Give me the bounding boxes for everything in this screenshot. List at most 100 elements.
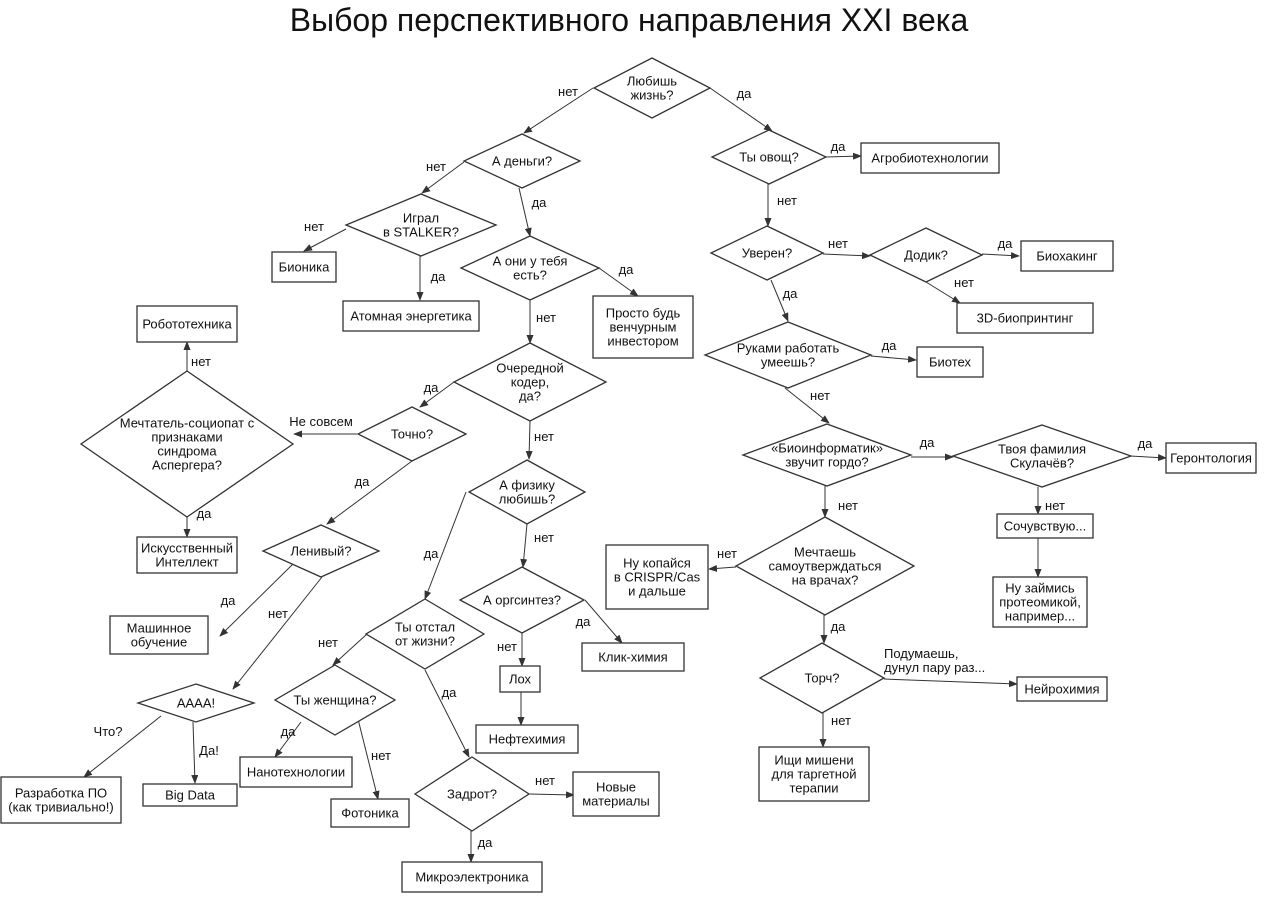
edge-sure-to-dodik — [822, 252, 871, 260]
edge-woman-to-photonics — [357, 718, 380, 800]
edge-sure-to-hands — [770, 279, 789, 322]
node-text-line: Клик-химия — [598, 650, 667, 665]
node-text-line: инвестором — [607, 334, 678, 349]
diamond-shape — [467, 459, 587, 525]
node-text-line: есть? — [513, 268, 547, 283]
decision-lazy: Ленивый? — [261, 524, 381, 578]
outcome-biotech: Биотех — [916, 346, 984, 378]
outcome-microel: Микроэлектроника — [401, 861, 543, 893]
outcome-robotics: Робототехника — [136, 305, 238, 343]
box-shape — [342, 300, 480, 332]
outcome-petrochem: Нефтехимия — [475, 724, 579, 754]
node-text-line: Ищи мишени — [774, 753, 853, 768]
node-text-line: «Биоинформатик» — [771, 441, 883, 456]
edge-label-torch-to-neurochem: Подумаешь,дунул пару раз... — [884, 646, 985, 675]
edge-label-have_money-to-investor: да — [619, 262, 635, 277]
edge-label-love_life-to-money: нет — [558, 84, 578, 99]
node-text-line: на врачах? — [792, 573, 859, 588]
edge-aaaa-to-bigdata — [191, 721, 199, 784]
node-text-line: признаками — [151, 430, 222, 445]
outcome-agro: Агробиотехнологии — [860, 142, 1000, 174]
node-text-line: Ты овощ? — [739, 150, 798, 165]
node-text-line: терапии — [789, 781, 838, 796]
node-text-line: и дальше — [628, 584, 686, 599]
edge-label-hands-to-bioinformatics: нет — [810, 388, 830, 403]
diamond-shape — [741, 423, 913, 487]
outcome-bigdata: Big Data — [142, 783, 238, 807]
box-shape — [142, 783, 238, 807]
node-text-line: Сочувствую... — [1004, 519, 1087, 534]
edge-coder-to-physics — [525, 420, 533, 460]
node-text-line: да? — [519, 389, 541, 404]
edge-vegetable-to-agro — [825, 152, 862, 160]
node-text-line: умеешь? — [761, 355, 815, 370]
edge-label-bioinformatics-to-doctors: нет — [838, 498, 858, 513]
node-text-line: Искусственный — [141, 541, 233, 556]
node-text-line: Лох — [509, 672, 532, 687]
edge-hands-to-biotech — [870, 355, 917, 363]
node-text-line: Нейрохимия — [1024, 682, 1099, 697]
edges-layer — [83, 87, 1167, 863]
node-text-line: А они у тебя — [493, 254, 568, 269]
node-text-line: венчурным — [610, 320, 677, 335]
outcome-gerontology: Геронтология — [1165, 442, 1257, 474]
node-text-line: Новые — [596, 780, 636, 795]
box-shape — [499, 665, 541, 693]
node-text-line: Нанотехнологии — [247, 765, 345, 780]
node-text-line: кодер, — [511, 375, 549, 390]
edge-physics-to-orgsynth — [520, 523, 528, 568]
box-shape — [401, 861, 543, 893]
edge-label-aaaa-to-software: Что? — [94, 724, 123, 739]
outcome-bionics: Бионика — [271, 251, 337, 283]
node-text-line: А деньги? — [492, 154, 552, 169]
box-shape — [605, 544, 709, 610]
edge-label-orgsynth-to-loser: нет — [497, 639, 517, 654]
outcome-proteomics: Ну займисьпротеомикой,например... — [992, 576, 1088, 628]
node-text-line: А оргсинтез? — [483, 593, 561, 608]
node-text-line: Ну копайся — [623, 556, 691, 571]
decision-nerd: Задрот? — [413, 756, 531, 832]
edge-nerd-to-materials — [528, 791, 575, 799]
edge-label-exactly-to-dreamer: Не совсем — [289, 414, 353, 429]
decision-woman: Ты женщина? — [273, 664, 397, 736]
edge-label-love_life-to-vegetable: да — [737, 86, 753, 101]
node-text-line: Ты отстал — [395, 620, 455, 635]
diamond-shape — [356, 406, 468, 462]
node-text-line: Мечтатель-социопат с — [120, 416, 255, 431]
decision-money: А деньги? — [462, 133, 582, 189]
outcome-loser: Лох — [499, 665, 541, 693]
edge-have_money-to-investor — [598, 267, 639, 297]
node-text-line: в CRISPR/Cas — [614, 570, 701, 585]
diamond-shape — [868, 227, 984, 283]
box-shape — [758, 746, 870, 802]
box-shape — [1020, 240, 1114, 272]
edge-label-nerd-to-microel: да — [478, 835, 494, 850]
node-text-line: Нефтехимия — [489, 732, 566, 747]
edge-exactly-to-lazy — [326, 460, 413, 525]
node-text-line: в STALKER? — [383, 225, 459, 240]
edge-label-behind-to-woman: нет — [318, 635, 338, 650]
node-text-line: Ты женщина? — [293, 693, 376, 708]
node-text-line: протеомикой, — [999, 595, 1081, 610]
edge-dodik-to-biohacking — [981, 252, 1020, 260]
edge-hands-to-bioinformatics — [784, 387, 830, 424]
node-text-line: Аспергера? — [152, 458, 222, 473]
edge-label-woman-to-nano: да — [281, 724, 297, 739]
node-text-line: самоутверждаться — [769, 559, 882, 574]
node-text-line: Скулачёв? — [1010, 456, 1074, 471]
decision-aaaa: АААА! — [135, 683, 257, 723]
diamond-shape — [344, 193, 498, 257]
node-text-line: жизнь? — [630, 88, 673, 103]
edge-orgsynth-to-click — [584, 599, 623, 644]
node-text-line: (как тривиально!) — [8, 800, 113, 815]
edge-label-have_money-to-coder: нет — [536, 310, 556, 325]
node-text-line: Big Data — [165, 788, 216, 803]
diamond-shape — [452, 342, 608, 422]
diamond-shape — [734, 516, 916, 616]
